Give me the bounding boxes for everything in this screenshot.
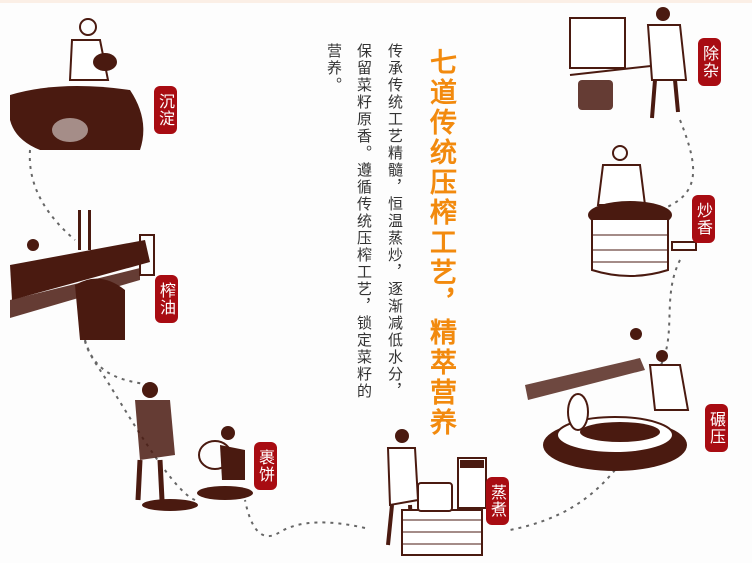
step-badge-sedimentation: 沉淀	[154, 86, 177, 134]
sedimentation-illustration	[10, 18, 144, 150]
steaming-illustration	[386, 429, 487, 556]
step-badge-wrapping: 裹饼	[254, 442, 277, 490]
step-badge-milling: 碾压	[705, 404, 728, 452]
step-badge-pressing: 榨油	[155, 275, 178, 323]
wrapping-cake-illustration	[135, 382, 253, 511]
top-strip	[0, 0, 752, 3]
stone-mill-illustration	[525, 328, 690, 471]
description-line-2: 保留菜籽原香。遵循传统压榨工艺，锁定菜籽的	[355, 43, 373, 400]
headline: 七道传统压榨工艺，精萃营养	[425, 48, 456, 438]
step-badge-steaming: 蒸煮	[486, 477, 509, 525]
description-line-1: 传承传统工艺精髓，恒温蒸炒，逐渐减低水分，	[386, 43, 404, 400]
step-badge-roasting: 炒香	[692, 195, 715, 243]
oil-press-illustration	[10, 210, 155, 340]
stir-fry-wok-illustration	[588, 145, 697, 277]
step-badge-cleaning: 除杂	[698, 38, 721, 86]
description-line-3: 营养。	[325, 43, 343, 94]
cleaning-machine-illustration	[569, 7, 688, 119]
